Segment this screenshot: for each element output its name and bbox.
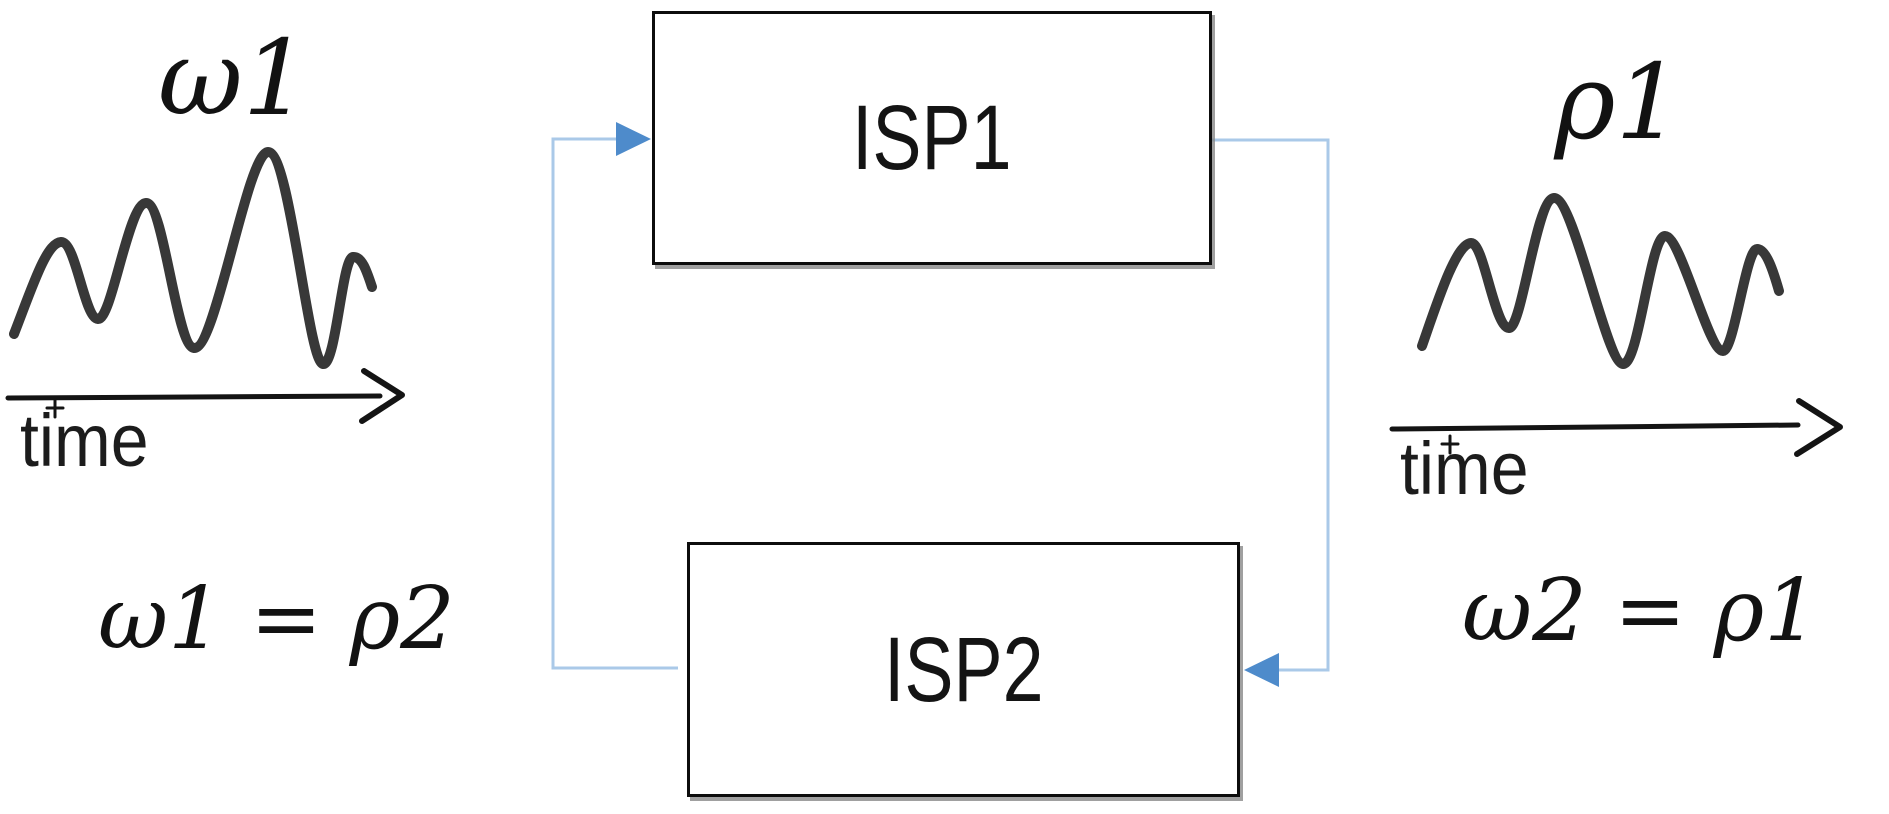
left-axis-tick [45, 398, 65, 419]
connector-isp1-to-isp2 [1212, 138, 1330, 687]
left-time-axis-label: time [20, 399, 149, 482]
right-signal-symbol: ρ1 [1554, 41, 1682, 163]
right-signal-wave-drawing [1417, 193, 1784, 369]
isp1-box-label: ISP1 [852, 87, 1012, 189]
left-signal-wave-drawing [9, 147, 377, 369]
left-arrowhead-icon [359, 368, 405, 424]
isp1-box: ISP1 [652, 11, 1212, 265]
left-equation: ω1 = ρ2 [98, 569, 455, 669]
left-signal-symbol: ω1 [158, 17, 309, 139]
right-equation: ω2 = ρ1 [1462, 561, 1819, 661]
right-arrowhead-icon [1794, 398, 1843, 457]
connector-arrowhead-right-icon [616, 122, 651, 156]
isp2-box: ISP2 [687, 542, 1240, 797]
right-time-axis-arrow [1389, 398, 1843, 457]
connector-isp2-to-isp1 [551, 122, 678, 670]
isp2-box-label: ISP2 [883, 618, 1044, 721]
connector-arrowhead-left-icon [1244, 653, 1279, 687]
left-time-axis-arrow [5, 368, 405, 424]
right-axis-tick [1440, 434, 1460, 455]
right-time-axis-label: time [1400, 427, 1529, 510]
